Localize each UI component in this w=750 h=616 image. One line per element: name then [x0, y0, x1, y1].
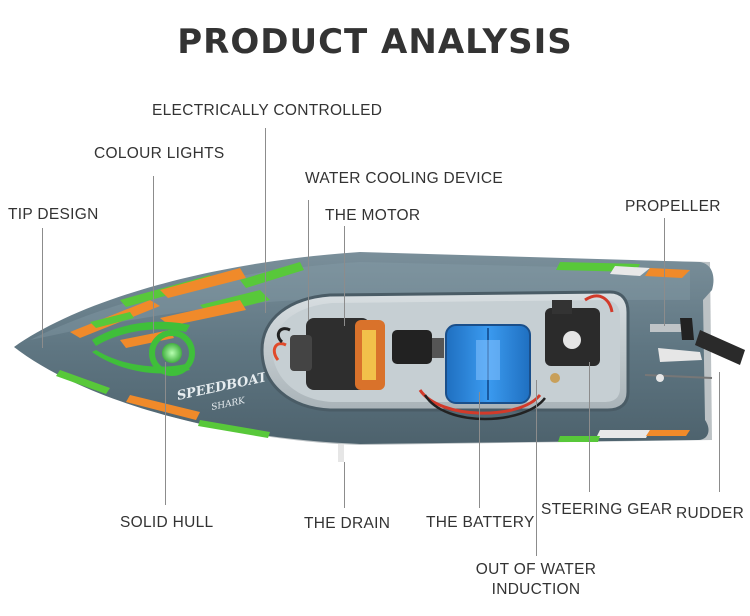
- label-water-cooling-device: WATER COOLING DEVICE: [305, 170, 504, 187]
- label-the-motor: THE MOTOR: [325, 207, 421, 224]
- label-propeller: PROPELLER: [625, 198, 721, 215]
- steering-servo: [545, 300, 600, 366]
- motor: [272, 318, 385, 390]
- leader-drain: [344, 462, 345, 508]
- leader-electrically-controlled: [265, 128, 266, 313]
- drain-plug: [338, 444, 344, 462]
- propeller-assembly: [644, 318, 745, 382]
- leader-water-cooling: [308, 200, 309, 320]
- label-out-of-water-induction: OUT OF WATER INDUCTION: [470, 562, 602, 597]
- label-the-battery: THE BATTERY: [426, 514, 535, 531]
- leader-propeller: [664, 218, 665, 326]
- label-out-of-water-line2: INDUCTION: [491, 580, 581, 598]
- leader-solid-hull: [165, 362, 166, 505]
- coupling: [392, 330, 432, 364]
- leader-tip-design: [42, 228, 43, 348]
- leader-steering-gear: [589, 362, 590, 492]
- label-tip-design: TIP DESIGN: [8, 206, 99, 223]
- label-the-drain: THE DRAIN: [304, 515, 391, 532]
- leader-out-of-water: [536, 380, 537, 556]
- label-colour-lights: COLOUR LIGHTS: [94, 145, 225, 162]
- leader-motor: [344, 226, 345, 326]
- label-electrically-controlled: ELECTRICALLY CONTROLLED: [152, 102, 383, 119]
- leader-rudder: [719, 372, 720, 492]
- page-title: PRODUCT ANALYSIS: [177, 22, 573, 62]
- hull-graphics: [56, 262, 690, 442]
- label-steering-gear: STEERING GEAR: [541, 501, 673, 518]
- leader-colour-lights: [153, 176, 154, 334]
- label-rudder: RUDDER: [676, 505, 745, 522]
- label-out-of-water-line1: OUT OF WATER: [475, 561, 597, 578]
- label-solid-hull: SOLID HULL: [120, 514, 214, 531]
- leader-battery: [479, 392, 480, 508]
- battery: [445, 324, 531, 404]
